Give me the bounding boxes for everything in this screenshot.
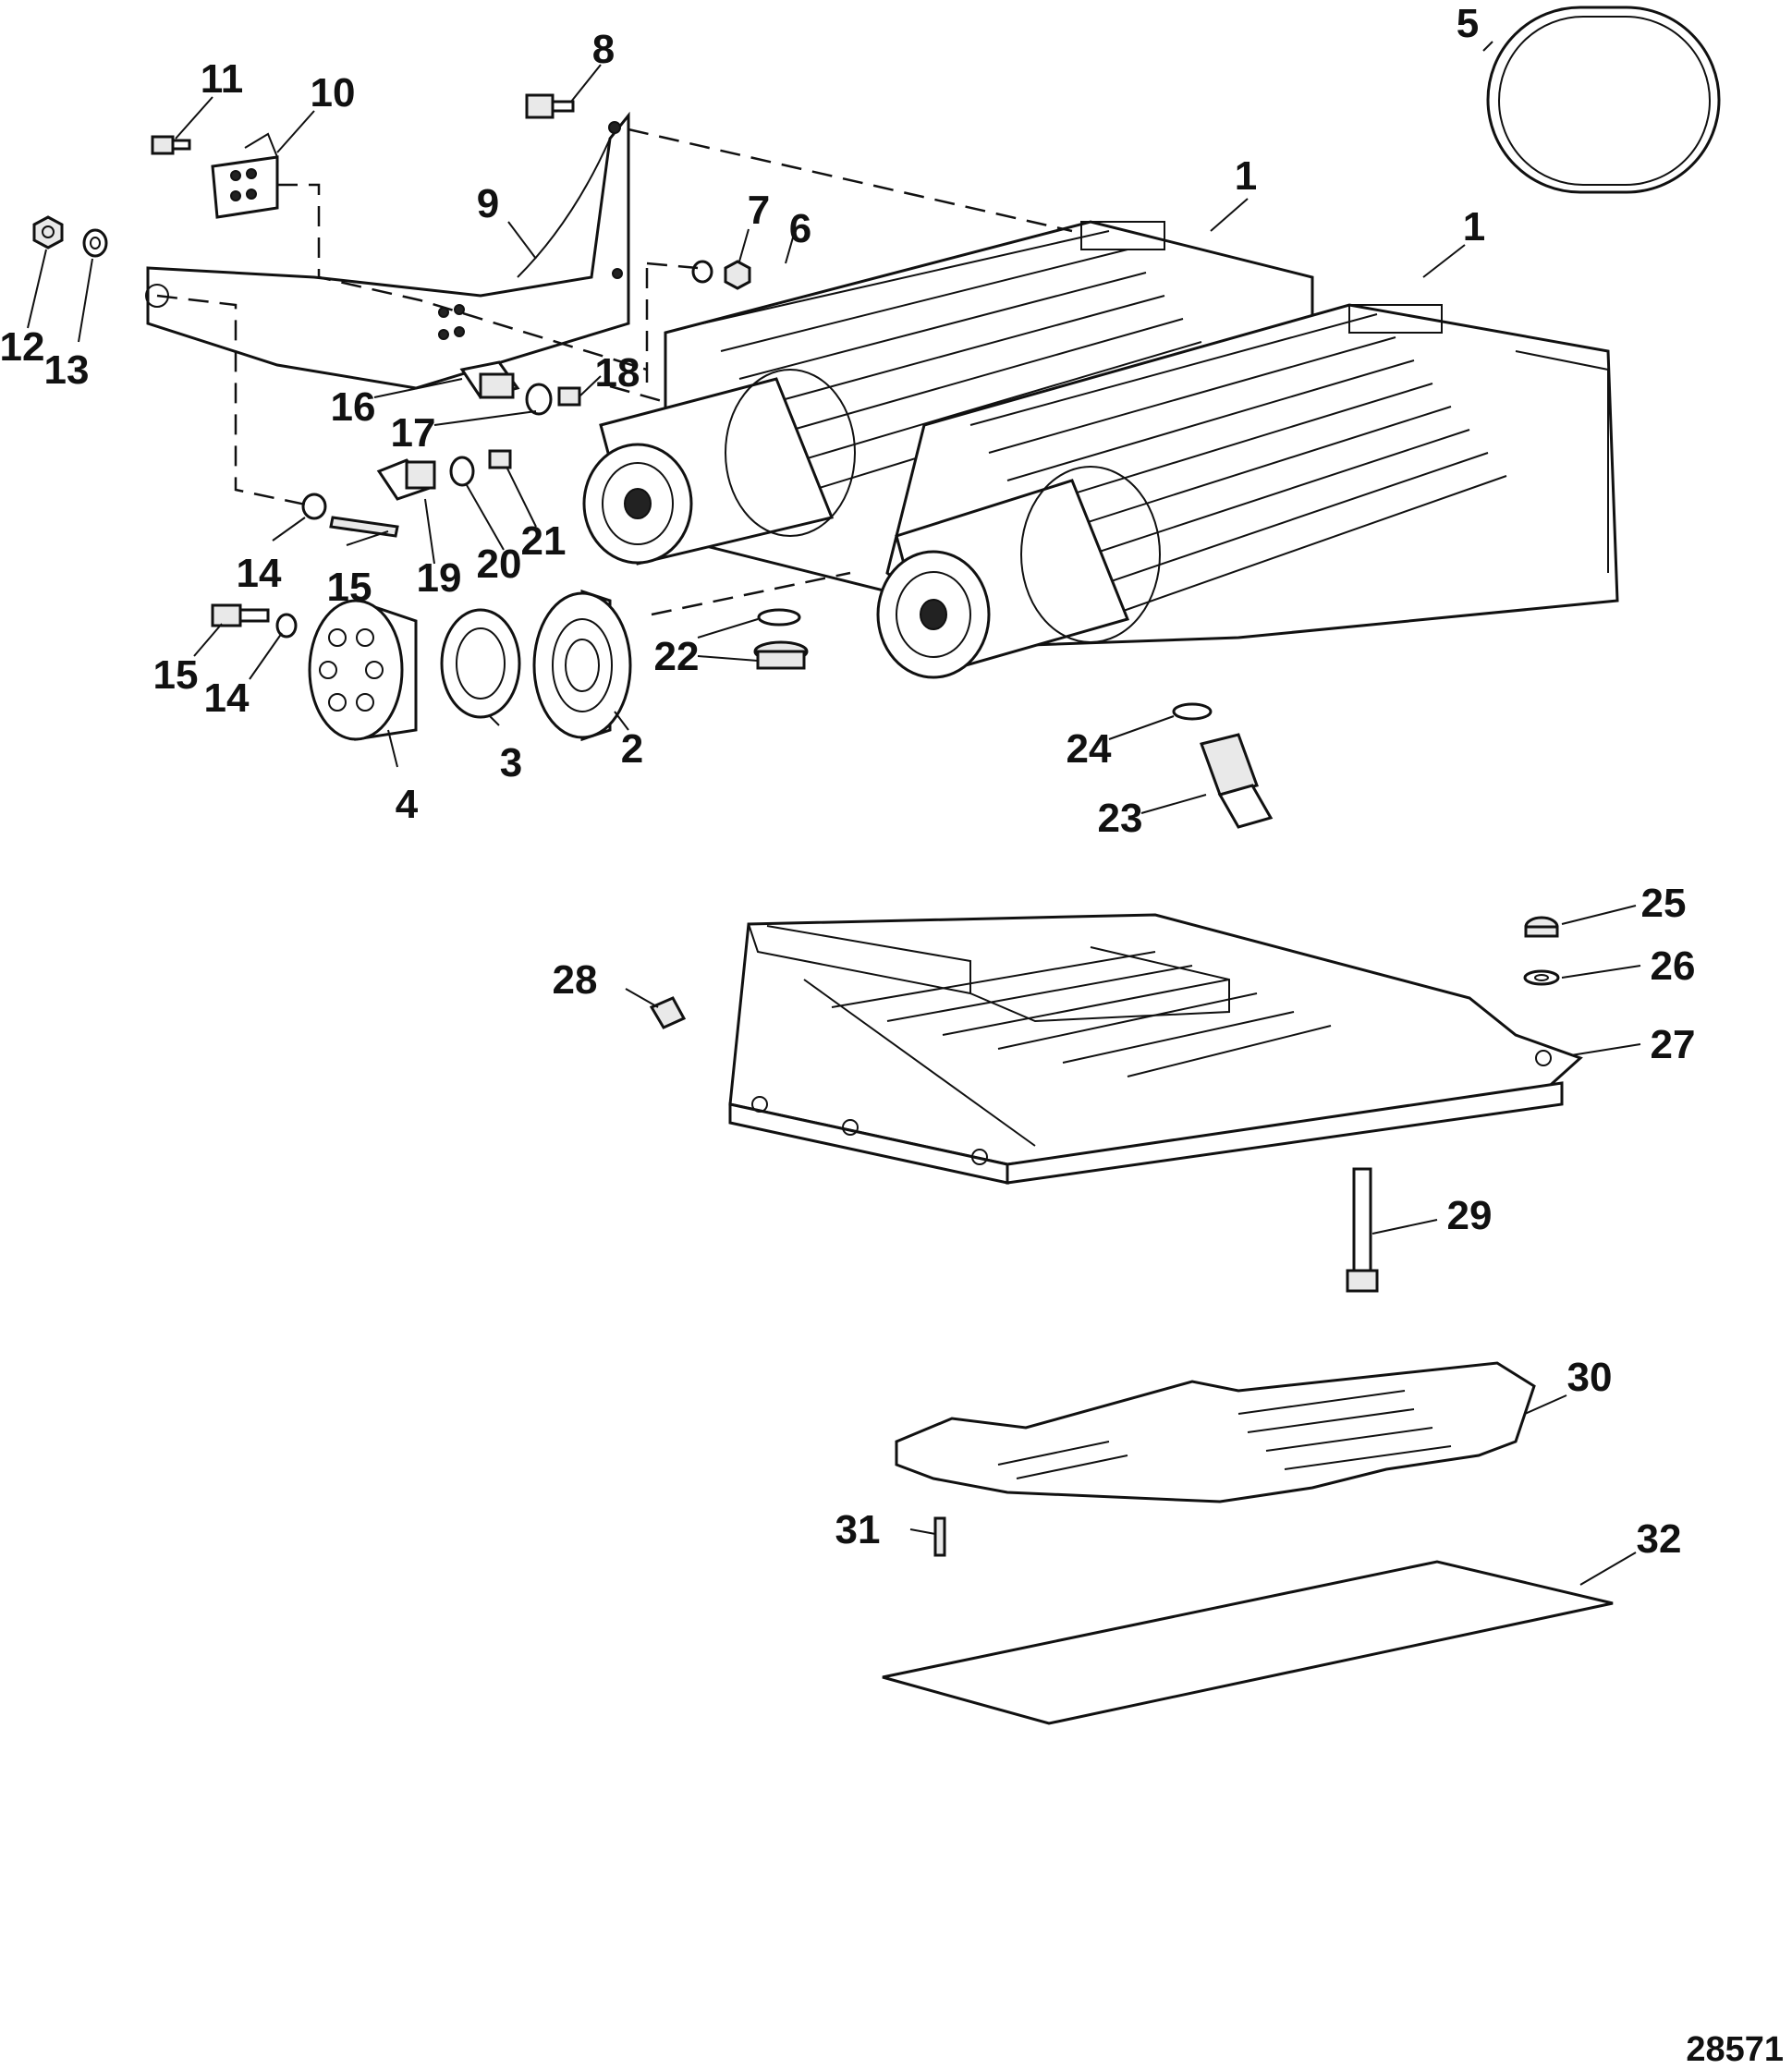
callout-3: 3 [500, 740, 522, 785]
callout-6: 6 [789, 206, 811, 251]
callout-31: 31 [835, 1507, 881, 1552]
part-31-screw [933, 1516, 946, 1557]
part-10-terminal-block [211, 132, 279, 219]
callout-1-front: 1 [1463, 204, 1485, 249]
rear-snout [582, 369, 856, 566]
part-14-washer-lower [275, 613, 298, 639]
part-17-oring [525, 383, 553, 416]
callout-24: 24 [1067, 726, 1112, 772]
part-22-plug-oring [753, 608, 809, 670]
callout-23: 23 [1098, 796, 1143, 841]
part-15-bolt [211, 603, 270, 627]
part-7-washer [691, 260, 713, 284]
part-23-fitting [1200, 733, 1274, 829]
assembly-lines [156, 128, 1073, 616]
callout-25: 25 [1641, 881, 1687, 926]
callout-4: 4 [396, 782, 419, 827]
part-5-gasket [1486, 6, 1721, 194]
callout-2: 2 [621, 726, 643, 772]
callout-15-upper: 15 [327, 565, 372, 610]
callout-9: 9 [477, 181, 499, 226]
front-snout [876, 466, 1161, 679]
callout-10: 10 [311, 70, 356, 116]
part-30-cover-plate [895, 1361, 1536, 1503]
callout-7: 7 [748, 188, 770, 233]
part-18-plug [557, 386, 581, 407]
part-2-bearing [532, 589, 632, 742]
callout-18: 18 [595, 350, 640, 396]
part-8-bolt [525, 93, 575, 119]
callout-27: 27 [1651, 1022, 1696, 1067]
callout-20: 20 [477, 542, 522, 587]
callout-28: 28 [553, 957, 598, 1003]
part-15-stud [329, 516, 399, 538]
part-14-washer-upper [301, 493, 327, 520]
callout-16: 16 [331, 384, 376, 430]
part-12-nut [32, 215, 64, 249]
callout-14-lower: 14 [204, 675, 250, 721]
callout-17: 17 [391, 410, 436, 456]
part-27-manifold [728, 913, 1583, 1185]
part-26-washer [1523, 969, 1560, 986]
callout-30: 30 [1567, 1355, 1613, 1400]
part-25-nut [1524, 916, 1559, 938]
part-4-pulley [308, 598, 418, 741]
callout-8: 8 [592, 27, 615, 72]
part-29-bolt [1346, 1167, 1379, 1293]
part-24-oring [1172, 702, 1213, 721]
part-13-washer [82, 228, 108, 258]
part-32-gasket [882, 1560, 1614, 1725]
part-19-fitting [376, 458, 436, 501]
part-28-plug [649, 996, 687, 1029]
drawing-number: 28571 [1686, 2030, 1784, 2069]
part-11-screw [151, 135, 191, 155]
callout-13: 13 [44, 347, 90, 393]
part-20-oring [449, 456, 475, 487]
callout-1-rear: 1 [1235, 153, 1257, 199]
part-16-fitting [459, 360, 520, 399]
callout-5: 5 [1457, 1, 1479, 46]
callout-32: 32 [1637, 1516, 1682, 1562]
callout-11: 11 [201, 56, 244, 102]
callout-19: 19 [417, 555, 462, 601]
callout-15-lower: 15 [153, 652, 199, 698]
callout-22: 22 [654, 634, 700, 679]
part-21-plug [488, 449, 512, 469]
callout-26: 26 [1651, 943, 1696, 989]
callout-14-upper: 14 [237, 551, 282, 596]
leader-lines [27, 41, 1641, 1586]
callout-12: 12 [0, 324, 44, 370]
callout-21: 21 [521, 518, 567, 564]
part-3-seal [440, 608, 521, 719]
part-6-nut [724, 260, 751, 290]
part-9-bracket [145, 111, 630, 390]
callout-29: 29 [1447, 1193, 1493, 1238]
